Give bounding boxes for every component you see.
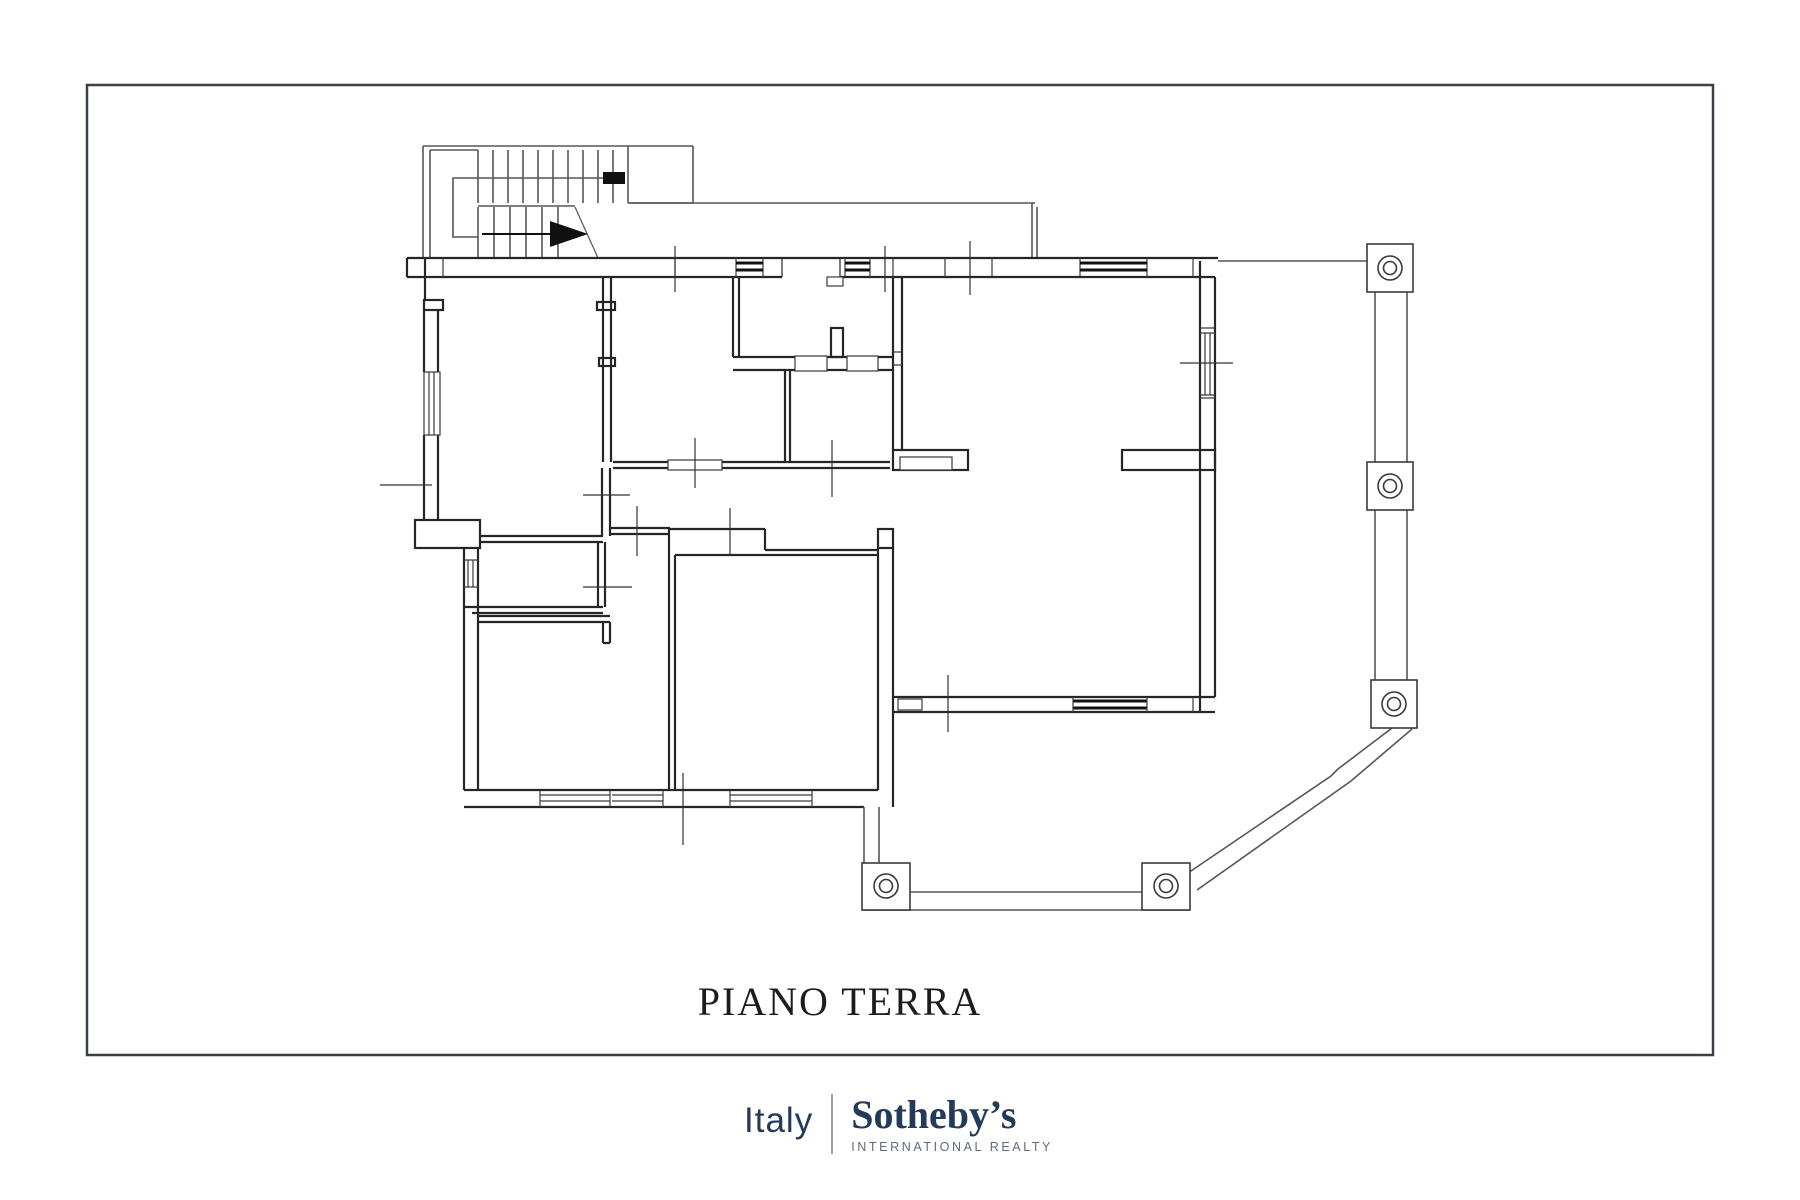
brand-subtitle: INTERNATIONAL REALTY [851,1139,1053,1154]
stair-direction-arrow-icon [550,221,588,247]
upper-corridor [628,202,1038,258]
terrace-railings [862,260,1413,911]
brand-logo: Italy Sotheby’s INTERNATIONAL REALTY [744,1094,1053,1154]
bottom-wall-windows [539,790,813,807]
plan-title: PIANO TERRA [697,979,983,1024]
east-south-walls [464,261,1217,809]
plan-border-frame [85,83,1715,1057]
brand-name: Sotheby’s [851,1091,1017,1137]
north-wall [405,256,1218,279]
west-wall [413,258,482,790]
stair-landing-marker [603,172,625,184]
brand-divider [831,1094,834,1154]
north-wall-window-divisions [442,258,1194,277]
interior-door-frames [667,276,953,471]
south-wall-windows [897,697,1194,712]
west-wall-windows [423,371,478,588]
east-wall-window [1200,327,1215,399]
terrace-columns [861,243,1418,911]
staircase [422,145,694,259]
brand-region-label: Italy [744,1101,814,1140]
north-wall-windows [736,261,1147,272]
dimension-ticks [380,241,1233,845]
interior-walls [464,277,1217,790]
